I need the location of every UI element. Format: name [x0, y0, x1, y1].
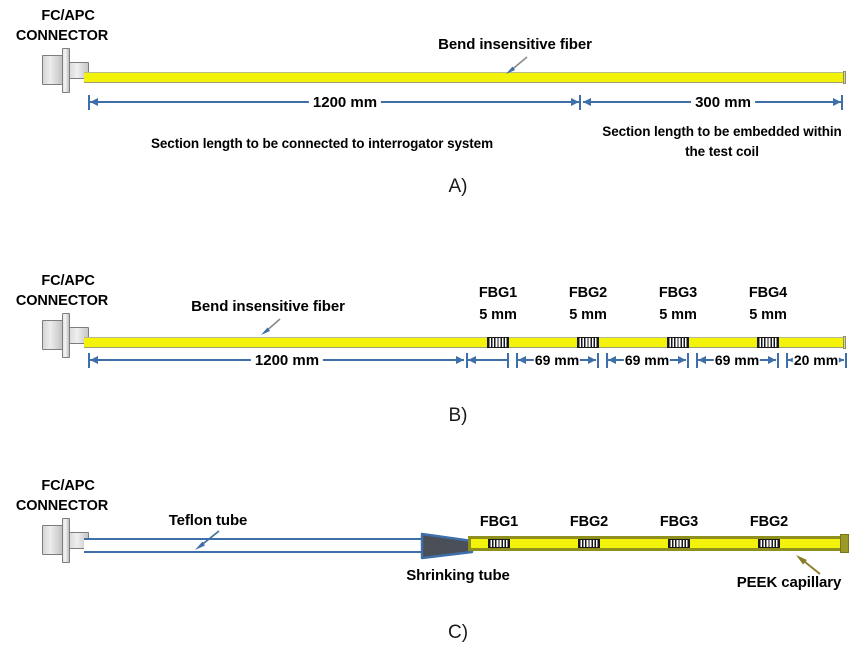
panel-b-spacing-tick-2 — [516, 353, 518, 368]
panel-a-fiber-callout-arrow-icon — [506, 56, 528, 74]
panel-b-spacing-tick-0 — [466, 353, 468, 368]
panel-b-fbg-4-length: 5 mm — [749, 307, 787, 323]
panel-a-dim-arrow-right-1200 — [571, 98, 579, 106]
panel-b-connector-label-line2: CONNECTOR — [15, 293, 109, 309]
panel-c-peek-callout-arrow-icon — [796, 555, 821, 575]
panel-c-fbg-1-name: FBG1 — [479, 514, 519, 530]
panel-b-spacing-value-3: 20 mm — [792, 352, 840, 368]
connector-body — [42, 55, 63, 85]
panel-a-fiber-end-cap — [843, 71, 846, 84]
panel-a-dim-arrow-right-300 — [833, 98, 841, 106]
panel-b-spacing-arrow-right-4 — [836, 356, 844, 364]
panel-c-letter: C) — [447, 622, 469, 643]
panel-b-spacing-tick-9 — [845, 353, 847, 368]
panel-b-connector-label-line1: FC/APC — [41, 273, 95, 289]
panel-b-letter: B) — [448, 405, 468, 426]
panel-a-dim-tick-middle — [579, 95, 581, 110]
panel-b-fbg-3-name: FBG3 — [658, 285, 698, 301]
panel-a-caption-testcoil-line2: the test coil — [685, 144, 759, 159]
panel-b-fiber-end-cap — [843, 336, 846, 349]
panel-b-spacing-arrow-right-2 — [678, 356, 686, 364]
panel-b-spacing-value-1: 69 mm — [623, 352, 671, 368]
panel-a-dim-value-300: 300 mm — [691, 94, 755, 111]
panel-b-spacing-tick-4 — [606, 353, 608, 368]
panel-b-spacing-tick-7 — [777, 353, 779, 368]
panel-b-spacing-value-0: 69 mm — [533, 352, 581, 368]
panel-c-connector-label-line1: FC/APC — [41, 478, 95, 494]
panel-b-fbg-4-name: FBG4 — [748, 285, 788, 301]
panel-c-fbg-2-name: FBG2 — [569, 514, 609, 530]
panel-b-fbg-3-length: 5 mm — [659, 307, 697, 323]
panel-c-fbg-4-name: FBG2 — [749, 514, 789, 530]
panel-b-spacing-arrow-left-3 — [698, 356, 706, 364]
panel-b-spacing-arrow-left-4 — [788, 356, 796, 364]
panel-b-fbg-3 — [667, 337, 689, 348]
panel-b-dim-arrow-right-1200 — [456, 356, 464, 364]
panel-c-teflon-annotation: Teflon tube — [168, 512, 248, 529]
panel-a-dim-tick-left — [88, 95, 90, 110]
panel-b: FC/APC CONNECTOR Bend insensitive fiber … — [0, 265, 864, 445]
panel-c-fbg-1 — [488, 539, 510, 548]
panel-a-dim-arrow-left-300 — [583, 98, 591, 106]
panel-b-optical-fiber — [84, 337, 846, 348]
panel-c-fbg-2 — [578, 539, 600, 548]
panel-b-spacing-tick-5 — [687, 353, 689, 368]
panel-c-peek-end-cap — [840, 534, 849, 553]
panel-b-spacing-line-0 — [468, 359, 508, 361]
panel-c-peek-annotation: PEEK capillary — [736, 574, 842, 591]
panel-c: FC/APC CONNECTOR Teflon tube Shrinking t… — [0, 470, 864, 649]
panel-b-fiber-callout-arrow-icon — [261, 318, 281, 335]
panel-b-spacing-arrow-left-2 — [608, 356, 616, 364]
panel-b-spacing-tick-1 — [507, 353, 509, 368]
panel-b-fbg-4 — [757, 337, 779, 348]
panel-b-fbg-1-name: FBG1 — [478, 285, 518, 301]
connector-body — [42, 525, 63, 555]
panel-b-fbg-1 — [487, 337, 509, 348]
panel-a: FC/APC CONNECTOR Bend insensitive fiber … — [0, 0, 864, 210]
panel-a-caption-testcoil-line1: Section length to be embedded within — [602, 124, 842, 139]
panel-c-shrinking-tube — [420, 532, 474, 560]
panel-a-optical-fiber — [84, 72, 846, 83]
panel-a-dim-value-1200: 1200 mm — [308, 94, 382, 111]
panel-b-spacing-tick-6 — [696, 353, 698, 368]
panel-c-teflon-tube — [84, 538, 426, 553]
panel-c-fbg-3 — [668, 539, 690, 548]
panel-a-connector-label-line2: CONNECTOR — [15, 28, 109, 44]
panel-b-spacing-arrow-right-1 — [588, 356, 596, 364]
panel-c-teflon-callout-arrow-icon — [195, 530, 220, 550]
panel-a-letter: A) — [448, 176, 468, 197]
panel-b-dim-arrow-left-1200 — [90, 356, 98, 364]
panel-b-spacing-arrow-right-3 — [768, 356, 776, 364]
panel-b-fbg-2 — [577, 337, 599, 348]
panel-c-peek-capillary — [468, 536, 846, 551]
panel-b-fbg-1-length: 5 mm — [479, 307, 517, 323]
panel-a-dim-tick-right — [841, 95, 843, 110]
panel-b-fbg-2-name: FBG2 — [568, 285, 608, 301]
panel-b-spacing-arrow-left-0 — [468, 356, 476, 364]
panel-c-shrink-annotation: Shrinking tube — [406, 567, 510, 584]
panel-c-fbg-3-name: FBG3 — [659, 514, 699, 530]
panel-c-fbg-4 — [758, 539, 780, 548]
panel-a-caption-interrogator: Section length to be connected to interr… — [151, 136, 493, 151]
panel-a-connector-label-line1: FC/APC — [41, 8, 95, 24]
panel-b-fbg-2-length: 5 mm — [569, 307, 607, 323]
panel-b-spacing-tick-8 — [786, 353, 788, 368]
panel-c-connector-label-line2: CONNECTOR — [15, 498, 109, 514]
panel-b-spacing-value-2: 69 mm — [713, 352, 761, 368]
panel-b-dim-tick-left — [88, 353, 90, 368]
panel-b-spacing-tick-3 — [597, 353, 599, 368]
panel-b-fiber-annotation: Bend insensitive fiber — [191, 298, 345, 315]
panel-b-dim-value-1200: 1200 mm — [250, 352, 324, 369]
panel-a-dim-arrow-left-1200 — [90, 98, 98, 106]
connector-body — [42, 320, 63, 350]
panel-b-spacing-arrow-left-1 — [518, 356, 526, 364]
panel-a-fiber-annotation: Bend insensitive fiber — [438, 36, 592, 53]
